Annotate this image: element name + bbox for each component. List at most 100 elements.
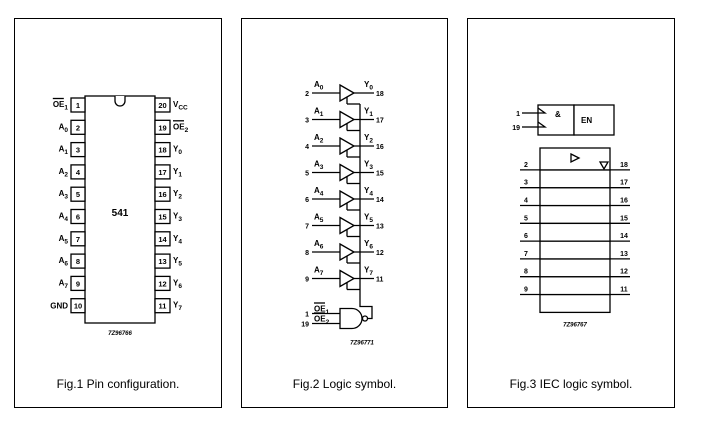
input-pin-number: 7 [305,224,309,231]
channel-row [539,293,611,314]
pin-label: Y6 [173,278,182,290]
fig1-caption: Fig.1 Pin configuration. [56,377,180,391]
output-pin-number: 11 [620,287,628,294]
pin-label: A3 [59,189,69,201]
pin-number: 12 [158,279,166,288]
input-pin-number: 3 [305,118,309,125]
pin-label: A0 [59,122,69,134]
input-label: A2 [314,133,324,145]
output-pin-number: 16 [620,198,628,205]
enable-label: OE2 [314,315,330,327]
input-pin-number: 6 [305,197,309,204]
pin-number: 17 [158,168,166,177]
pin-label: A2 [59,167,69,179]
input-label: A1 [314,107,324,119]
pin-number: 18 [158,146,166,155]
figure-code: 7Z96771 [350,341,374,347]
output-label: Y3 [364,160,373,172]
input-pin-number: 3 [524,180,528,187]
input-label: A6 [314,239,324,251]
input-pin-number: 7 [524,251,528,258]
and-label: & [555,110,561,119]
output-pin-number: 12 [376,250,384,257]
pin-label: A1 [59,145,69,157]
pin-number: 8 [76,257,80,266]
input-pin-number: 9 [524,287,528,294]
enable-pin-number: 19 [301,322,309,329]
output-pin-number: 15 [620,215,628,222]
pin-box [154,186,171,202]
pin-number: 3 [76,146,80,155]
fig2-caption: Fig.2 Logic symbol. [292,377,397,391]
input-pin-number: 2 [305,91,309,98]
output-label: Y7 [364,266,373,278]
pin-number: 7 [76,235,80,244]
input-pin-number: 5 [305,171,309,178]
enable-wire [359,298,373,320]
input-label: A7 [314,266,324,278]
pin-number: 10 [74,302,82,311]
input-pin-number: 5 [524,215,528,222]
pin-box [154,231,171,247]
enable-pin-number: 19 [512,125,520,132]
pin-label: A7 [59,278,69,290]
pin-box [154,275,171,292]
pin-label: VCC [173,100,188,112]
pin-number: 6 [76,213,80,222]
channel-row [539,169,611,189]
and-block [537,104,575,136]
pin-number: 16 [158,190,166,199]
input-pin-number: 8 [524,269,528,276]
pin-number: 9 [76,279,80,288]
pin-number: 14 [158,235,167,244]
output-label: Y1 [364,107,373,119]
figure-code: 7Z96766 [108,331,132,337]
pin-number: 2 [76,123,80,132]
enable-pin-number: 1 [305,312,309,319]
pin-label: Y0 [173,145,182,157]
output-pin-number: 15 [376,171,384,178]
output-pin-number: 17 [376,118,384,125]
ic-body [84,95,156,324]
pin-box [154,208,171,225]
output-pin-number: 14 [376,197,384,204]
output-pin-number: 11 [376,277,384,284]
channel-row [539,187,611,207]
output-label: Y6 [364,239,373,251]
input-pin-number: 6 [524,233,528,240]
channel-row [539,204,611,225]
and-gate [339,307,363,330]
input-label: A5 [314,213,324,225]
input-label: A4 [314,186,324,198]
ic-label: 541 [112,208,129,219]
input-pin-number: 9 [305,277,309,284]
pin-box [70,97,86,113]
output-pin-number: 17 [620,180,628,187]
input-pin-number: 2 [524,162,528,169]
pin-box [154,298,171,314]
output-pin-number: 18 [620,162,628,169]
pin-label: A4 [59,212,69,224]
input-pin-number: 8 [305,250,309,257]
pin-box [70,208,86,225]
output-label: Y5 [364,213,373,225]
channel-row [539,222,611,242]
ic-notch [114,96,126,107]
pin-box [154,253,171,269]
output-pin-number: 14 [620,233,628,240]
pin-box [70,298,86,314]
pin-label: A5 [59,234,69,246]
pin-label: Y4 [173,234,182,246]
pin-box [70,119,86,135]
en-label: EN [581,116,592,125]
input-label: A0 [314,80,324,92]
figure-code: 7Z96767 [563,322,587,328]
pin-number: 5 [76,190,80,199]
pin-box [70,231,86,247]
channel-row [539,258,611,278]
pin-box [70,164,86,180]
pin-label: Y1 [173,167,182,179]
